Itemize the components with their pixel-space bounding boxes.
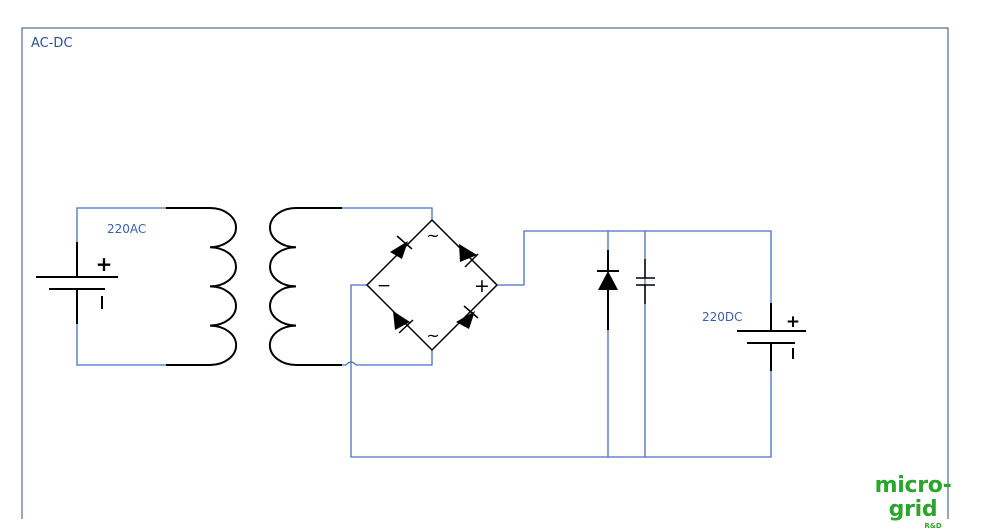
- wire-ac-top: [76, 207, 166, 242]
- bridge-ac-top-mark: ~: [426, 226, 439, 245]
- dc-output-symbol: [737, 303, 806, 371]
- ac-source-label: 220AC: [107, 222, 147, 236]
- bridge-rectifier: ~ ~ − +: [365, 218, 499, 352]
- micro-grid-logo: micro-grid R&D: [852, 474, 974, 530]
- logo-main-text: micro-grid: [874, 473, 952, 522]
- wire-secondary-top: [342, 207, 433, 220]
- bridge-diode-bottom-right-icon: [456, 311, 475, 329]
- circuit-diagram: ~ ~ − + + + AC-DC: [21, 27, 952, 530]
- wire-bridge-plus: [498, 230, 772, 303]
- diagram-title: AC-DC: [31, 36, 73, 51]
- bridge-ac-bottom-mark: ~: [426, 326, 439, 345]
- wire-ac-bottom: [76, 324, 166, 366]
- ac-plus-sign: +: [96, 252, 113, 276]
- bridge-plus-mark: +: [474, 275, 490, 297]
- wires: [76, 207, 772, 458]
- bridge-diode-top-left-icon: [390, 241, 408, 259]
- wire-bridge-minus: [350, 284, 772, 458]
- wire-secondary-bottom: [298, 350, 433, 366]
- schematic-canvas: ~ ~ − + + +: [21, 27, 949, 519]
- output-diode-icon: [598, 271, 618, 290]
- bridge-diode-bottom-left-icon: [393, 311, 410, 330]
- bridge-diode-top-right-icon: [459, 244, 477, 262]
- bridge-minus-mark: −: [377, 276, 391, 296]
- filter-capacitor: [636, 259, 655, 304]
- dc-plus-sign: +: [786, 312, 800, 332]
- ac-source-symbol: [36, 242, 118, 324]
- logo-sub-text: R&D: [924, 522, 942, 530]
- output-diode: [597, 250, 619, 330]
- transformer-secondary-coil: [268, 207, 342, 366]
- transformer-primary-coil: [166, 207, 238, 366]
- diagram-frame: [21, 27, 949, 519]
- dc-output-label: 220DC: [702, 310, 743, 324]
